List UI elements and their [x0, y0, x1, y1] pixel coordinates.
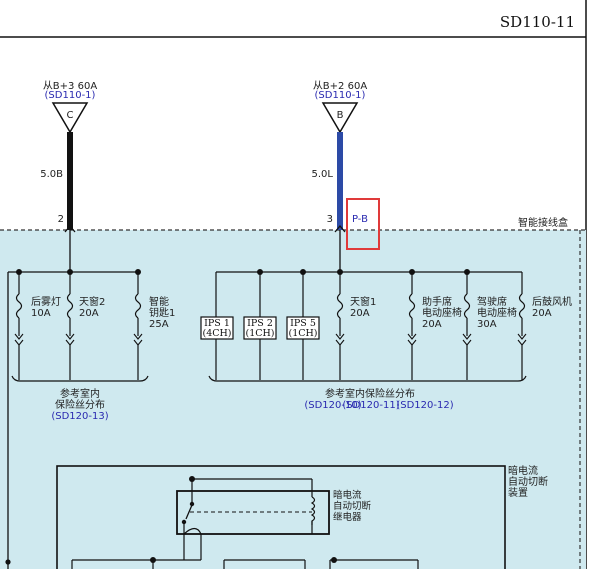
relay-line2: 自动切断 — [333, 500, 372, 512]
left-pin-chevron — [64, 224, 76, 233]
ref-left-line2: 保险丝分布 — [55, 398, 105, 411]
fuse-sunroof-1-rating: 20A — [350, 308, 370, 319]
fuse-icon — [463, 293, 471, 319]
dark-current-line3: 装置 — [508, 486, 528, 499]
left-fuse-bracket — [11, 375, 149, 382]
fuse-driver-seat-name-a: 驾驶席 — [477, 295, 507, 308]
ips-5-ch: (1CH) — [288, 328, 317, 339]
fuse-passenger-seat-name-b: 电动座椅 — [422, 306, 462, 319]
fuse-driver-seat — [462, 269, 472, 380]
fuse-smart-key-1 — [133, 269, 143, 380]
ips-5-name: IPS 5 — [290, 318, 316, 329]
dark-current-line2: 自动切断 — [508, 475, 548, 488]
relay-box — [176, 490, 330, 535]
fuse-passenger-seat-name-a: 助手席 — [422, 295, 452, 308]
relay-line1: 暗电流 — [333, 489, 362, 501]
ips-1-ch: (4CH) — [202, 328, 231, 339]
ips-1-name: IPS 1 — [204, 318, 230, 329]
fuse-sunroof-1-name: 天窗1 — [350, 295, 376, 308]
right-fuse-bracket — [208, 375, 527, 382]
relay-line3: 继电器 — [333, 511, 362, 523]
fuse-icon — [66, 293, 74, 319]
right-source-from: 从B+2 60A — [313, 81, 368, 92]
fuse-rear-blower-name: 后鼓风机 — [532, 295, 572, 308]
fuse-sunroof-1 — [335, 269, 345, 380]
junction-box-label: 智能接线盒 — [518, 216, 568, 229]
lower-node-2 — [331, 557, 337, 563]
ref-left-link[interactable]: (SD120-13) — [51, 411, 108, 422]
ips-1 — [200, 272, 234, 380]
right-wire-label: 5.0L — [312, 169, 334, 180]
fuse-icon — [408, 293, 416, 319]
relay-switch — [181, 497, 312, 534]
fuse-rear-fog-name: 后雾灯 — [31, 296, 61, 308]
fuse-smart-key-1-rating: 25A — [149, 319, 169, 330]
left-drop-node — [5, 559, 11, 565]
fuse-smart-key-1-name-a: 智能 — [149, 295, 169, 308]
fuse-sunroof-2-name: 天窗2 — [79, 295, 105, 308]
dark-current-device-box — [56, 465, 506, 569]
fuse-driver-seat-rating: 30A — [477, 319, 497, 330]
fuse-sunroof-2-rating: 20A — [79, 308, 99, 319]
ref-right-link-3[interactable]: (SD120-12) — [396, 400, 453, 411]
left-wire-label: 5.0B — [40, 169, 63, 180]
right-pin-chevron — [334, 224, 346, 233]
fuse-sunroof-2 — [65, 269, 75, 380]
page-code: SD110-11 — [500, 13, 575, 31]
left-source-ref: (SD110-1) — [45, 90, 96, 101]
fuse-icon — [134, 293, 142, 319]
left-connector-letter: C — [67, 110, 74, 121]
ref-right-link-1[interactable]: (SD120-10) — [304, 400, 361, 411]
fuse-rear-fog — [14, 269, 24, 380]
fuse-passenger-seat-rating: 20A — [422, 319, 442, 330]
right-connector-letter: B — [337, 110, 344, 121]
dark-current-line1: 暗电流 — [508, 464, 538, 477]
left-pin-number: 2 — [58, 214, 64, 225]
ref-right-link-2[interactable]: (SD120-11) — [342, 400, 399, 411]
right-pin-number: 3 — [327, 214, 333, 225]
pin-highlight-box — [346, 198, 380, 250]
ips-2-ch: (1CH) — [245, 328, 274, 339]
ips-2 — [243, 269, 277, 380]
fuse-rear-blower — [517, 272, 527, 380]
fuse-icon — [336, 293, 344, 319]
left-source-from: 从B+3 60A — [43, 81, 98, 92]
junction-box-area — [0, 230, 586, 569]
fuse-icon — [518, 293, 526, 319]
right-connector-triangle — [321, 102, 359, 134]
fuse-driver-seat-name-b: 电动座椅 — [477, 306, 517, 319]
left-connector-triangle — [51, 102, 89, 134]
relay-out-right — [183, 527, 202, 560]
ref-right-line1: 参考室内保险丝分布 — [325, 387, 415, 400]
ips-5 — [286, 269, 320, 380]
right-pin-label: P-B — [352, 214, 368, 225]
right-source-ref: (SD110-1) — [315, 90, 366, 101]
ips-2-name: IPS 2 — [247, 318, 273, 329]
ref-left-line1: 参考室内 — [60, 387, 100, 400]
fuse-passenger-seat — [407, 269, 417, 380]
fuse-rear-fog-rating: 10A — [31, 308, 51, 319]
fuse-icon — [15, 293, 23, 319]
relay-coil-icon — [310, 496, 316, 525]
fuse-smart-key-1-name-b: 钥匙1 — [149, 306, 175, 319]
fuse-rear-blower-rating: 20A — [532, 308, 552, 319]
